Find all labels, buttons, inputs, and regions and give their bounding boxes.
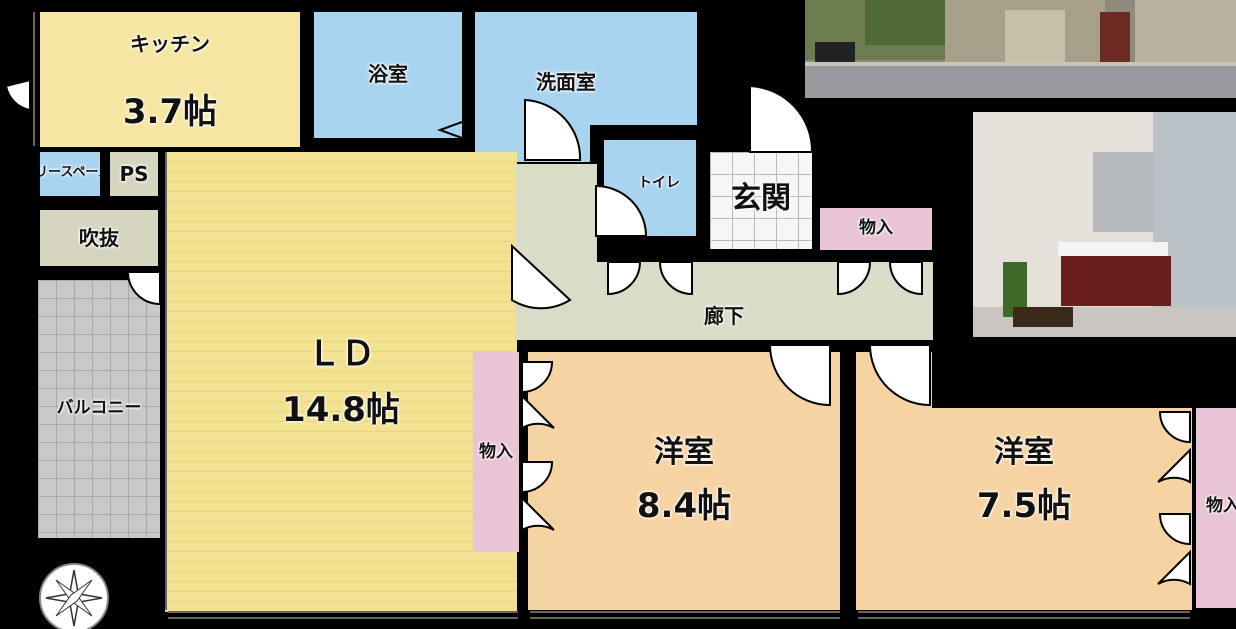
balcony-name: バルコニー (56, 398, 142, 418)
fukinuke-name: 吹抜 (79, 226, 119, 250)
room-storage-middle: 物入 (473, 352, 519, 552)
room-western-1: 洋室 8.4帖 (528, 352, 840, 610)
room-storage-right: 物入 (1196, 408, 1236, 608)
western-2-name: 洋室 (994, 435, 1054, 470)
ld-name: ＬＤ (307, 334, 375, 374)
room-hallway (515, 164, 597, 264)
room-kitchen: キッチン 3.7帖 (40, 12, 300, 147)
delivery-space-name: デリースペース (40, 165, 100, 180)
western-2-size: 7.5帖 (976, 486, 1072, 526)
washroom-photo (973, 112, 1236, 337)
western-2-notch (932, 340, 1236, 408)
room-ps: PS (110, 152, 158, 196)
room-delivery-space: デリースペース (40, 152, 100, 196)
storage-middle-name: 物入 (479, 442, 513, 462)
compass-icon (39, 563, 109, 629)
storage-entrance-name: 物入 (859, 218, 893, 238)
kitchen-size: 3.7帖 (122, 92, 218, 132)
room-ld: ＬＤ 14.8帖 (165, 152, 517, 612)
room-storage-entrance: 物入 (820, 208, 932, 250)
room-fukinuke: 吹抜 (40, 210, 158, 266)
toilet-name: トイレ (638, 175, 680, 191)
western-1-size: 8.4帖 (636, 486, 732, 526)
bathroom-name: 浴室 (368, 62, 408, 86)
washroom-name: 洗面室 (536, 70, 596, 94)
room-balcony: バルコニー (38, 280, 160, 538)
kitchen-name: キッチン (130, 32, 210, 56)
storage-right-name: 物入 (1206, 496, 1236, 516)
ps-name: PS (119, 162, 149, 186)
room-genkan: 玄関 (710, 152, 812, 249)
hallway-name: 廊下 (704, 304, 744, 328)
exterior-photo (805, 0, 1236, 98)
western-1-name: 洋室 (654, 435, 714, 470)
ld-size: 14.8帖 (282, 390, 400, 430)
genkan-name: 玄関 (731, 181, 791, 216)
room-bathroom: 浴室 (314, 12, 462, 138)
